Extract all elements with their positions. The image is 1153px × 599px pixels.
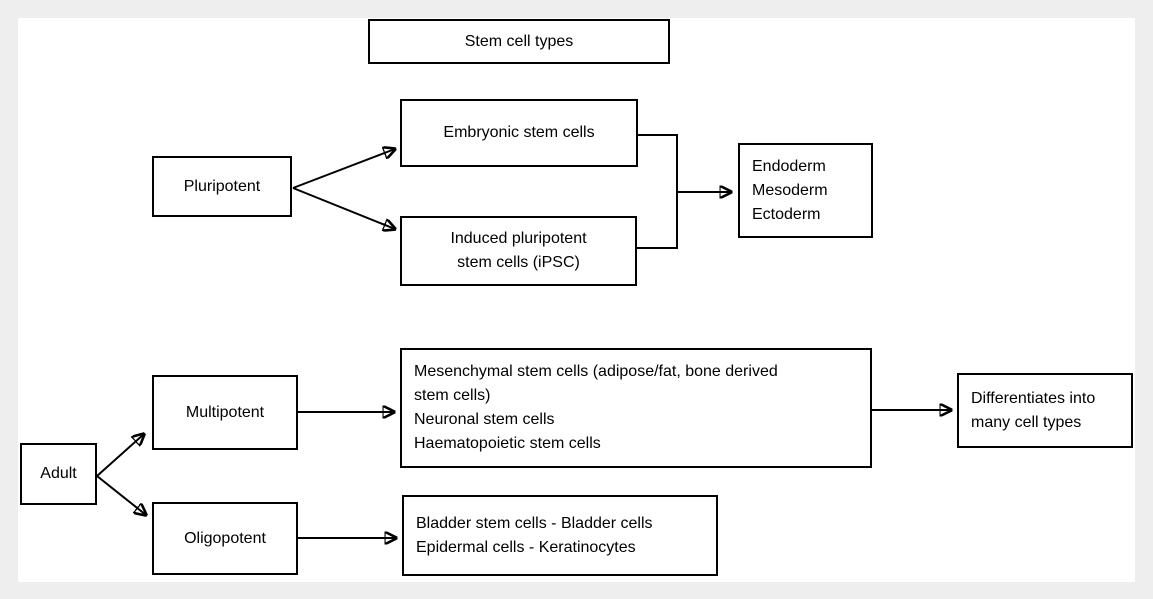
node-oligopotent: Oligopotent bbox=[152, 502, 298, 575]
node-multipotent-label: Multipotent bbox=[185, 403, 265, 421]
multipotent-example-line-1: Mesenchymal stem cells (adipose/fat, bon… bbox=[414, 363, 778, 380]
differentiates-line-2: many cell types bbox=[971, 413, 1082, 431]
node-oligopotent-examples: Bladder stem cells - Bladder cells Epide… bbox=[402, 495, 718, 576]
node-adult-label: Adult bbox=[40, 465, 77, 482]
germ-layer-ectoderm: Ectoderm bbox=[752, 205, 821, 223]
multipotent-example-line-3: Neuronal stem cells bbox=[414, 411, 555, 428]
node-germ-layers: Endoderm Mesoderm Ectoderm bbox=[738, 143, 873, 238]
germ-layer-mesoderm: Mesoderm bbox=[752, 181, 828, 199]
node-pluripotent: Pluripotent bbox=[152, 156, 292, 217]
node-embryonic-label: Embryonic stem cells bbox=[443, 124, 595, 141]
node-oligopotent-label: Oligopotent bbox=[184, 529, 266, 547]
title-label: Stem cell types bbox=[464, 32, 574, 50]
multipotent-example-line-4: Haematopoietic stem cells bbox=[414, 435, 601, 452]
oligopotent-example-line-2: Epidermal cells - Keratinocytes bbox=[416, 538, 636, 556]
node-multipotent: Multipotent bbox=[152, 375, 298, 450]
node-pluripotent-label: Pluripotent bbox=[183, 177, 261, 195]
multipotent-example-line-2: stem cells) bbox=[414, 387, 491, 404]
differentiates-line-1: Differentiates into bbox=[971, 389, 1096, 407]
node-ipsc-line-2: stem cells (iPSC) bbox=[457, 254, 580, 271]
germ-layer-endoderm: Endoderm bbox=[752, 157, 826, 175]
node-differentiates: Differentiates into many cell types bbox=[957, 373, 1133, 448]
node-adult: Adult bbox=[20, 443, 97, 505]
title-box: Stem cell types bbox=[368, 19, 670, 64]
node-multipotent-examples: Mesenchymal stem cells (adipose/fat, bon… bbox=[400, 348, 872, 468]
node-ipsc: Induced pluripotent stem cells (iPSC) bbox=[400, 216, 637, 286]
oligopotent-example-line-1: Bladder stem cells - Bladder cells bbox=[416, 514, 653, 532]
node-embryonic-stem-cells: Embryonic stem cells bbox=[400, 99, 638, 167]
node-ipsc-line-1: Induced pluripotent bbox=[450, 230, 587, 247]
